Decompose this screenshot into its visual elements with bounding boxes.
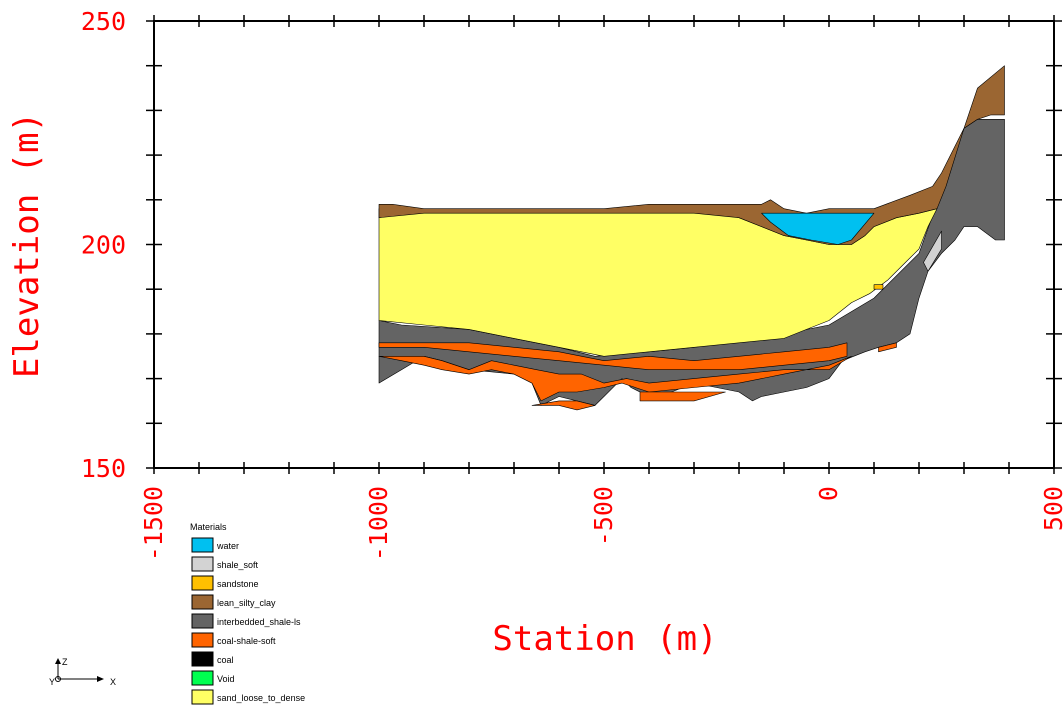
layer-coal-shale-soft-10	[878, 342, 897, 353]
triad-origin	[55, 676, 61, 682]
legend-swatch-sandstone	[191, 575, 214, 591]
legend-label: sandstone	[217, 579, 259, 589]
x-tick-label: -500	[589, 486, 618, 546]
legend-label: coal-shale-soft	[217, 636, 276, 646]
legend-label: interbedded_shale-ls	[217, 617, 301, 627]
layer-coal-shale-soft-9	[639, 391, 726, 402]
triad-x-label: X	[110, 677, 116, 687]
layer-coal-shale-soft-7	[378, 355, 852, 402]
x-tick-label: -1500	[139, 486, 168, 561]
material-layers	[378, 65, 1005, 411]
legend-label: shale_soft	[217, 560, 259, 570]
layer-coal-shale-soft-6	[378, 342, 848, 371]
triad-z-label: Z	[62, 657, 68, 667]
legend-label: lean_silty_clay	[217, 598, 276, 608]
layer-lean_silty_clay-2	[378, 65, 1005, 245]
triad-y-label: Y	[49, 677, 55, 687]
legend-label: water	[216, 541, 239, 551]
layer-coal-shale-soft-8	[531, 400, 596, 411]
legend-swatch-coal	[191, 651, 214, 667]
x-tick-label: 0	[814, 486, 843, 501]
legend-label: Void	[217, 674, 235, 684]
legend-title: Materials	[190, 522, 227, 532]
y-tick-label: 200	[81, 231, 126, 260]
x-tick-label: -1000	[364, 486, 393, 561]
legend-swatch-lean_silty_clay	[191, 594, 214, 610]
legend-label: sand_loose_to_dense	[217, 693, 305, 703]
axis-triad: Z Y X	[49, 657, 116, 687]
layer-water-3	[761, 212, 875, 245]
y-tick-label: 150	[81, 454, 126, 483]
legend-swatch-coal-shale-soft	[191, 632, 214, 648]
axis-ticks	[146, 15, 1062, 474]
x-axis-label: Station (m)	[492, 619, 717, 659]
legend-label: coal	[217, 655, 234, 665]
x-tick-label: 500	[1039, 486, 1063, 531]
legend-swatch-sand_loose_to_dense	[191, 689, 214, 705]
triad-x-arrow	[97, 676, 104, 682]
layer-sandstone-5	[873, 284, 884, 290]
layer-shale_soft-4	[923, 230, 942, 272]
legend-swatch-Void	[191, 670, 214, 686]
y-tick-label: 250	[81, 7, 126, 36]
axis-tick-labels: -1500 -1000 -500 0 500 150 200 250	[81, 7, 1063, 561]
legend-items: water shale_soft sandstone lean_silty_clayi…	[191, 537, 305, 705]
triad-z-arrow	[55, 658, 61, 664]
y-axis-label: Elevation (m)	[7, 112, 47, 378]
legend-swatch-interbedded_shale-ls	[191, 613, 214, 629]
legend-swatch-shale_soft	[191, 556, 214, 572]
legend-swatch-water	[191, 537, 214, 553]
legend: Materials water shale_soft sandstone lean_s…	[190, 522, 305, 705]
